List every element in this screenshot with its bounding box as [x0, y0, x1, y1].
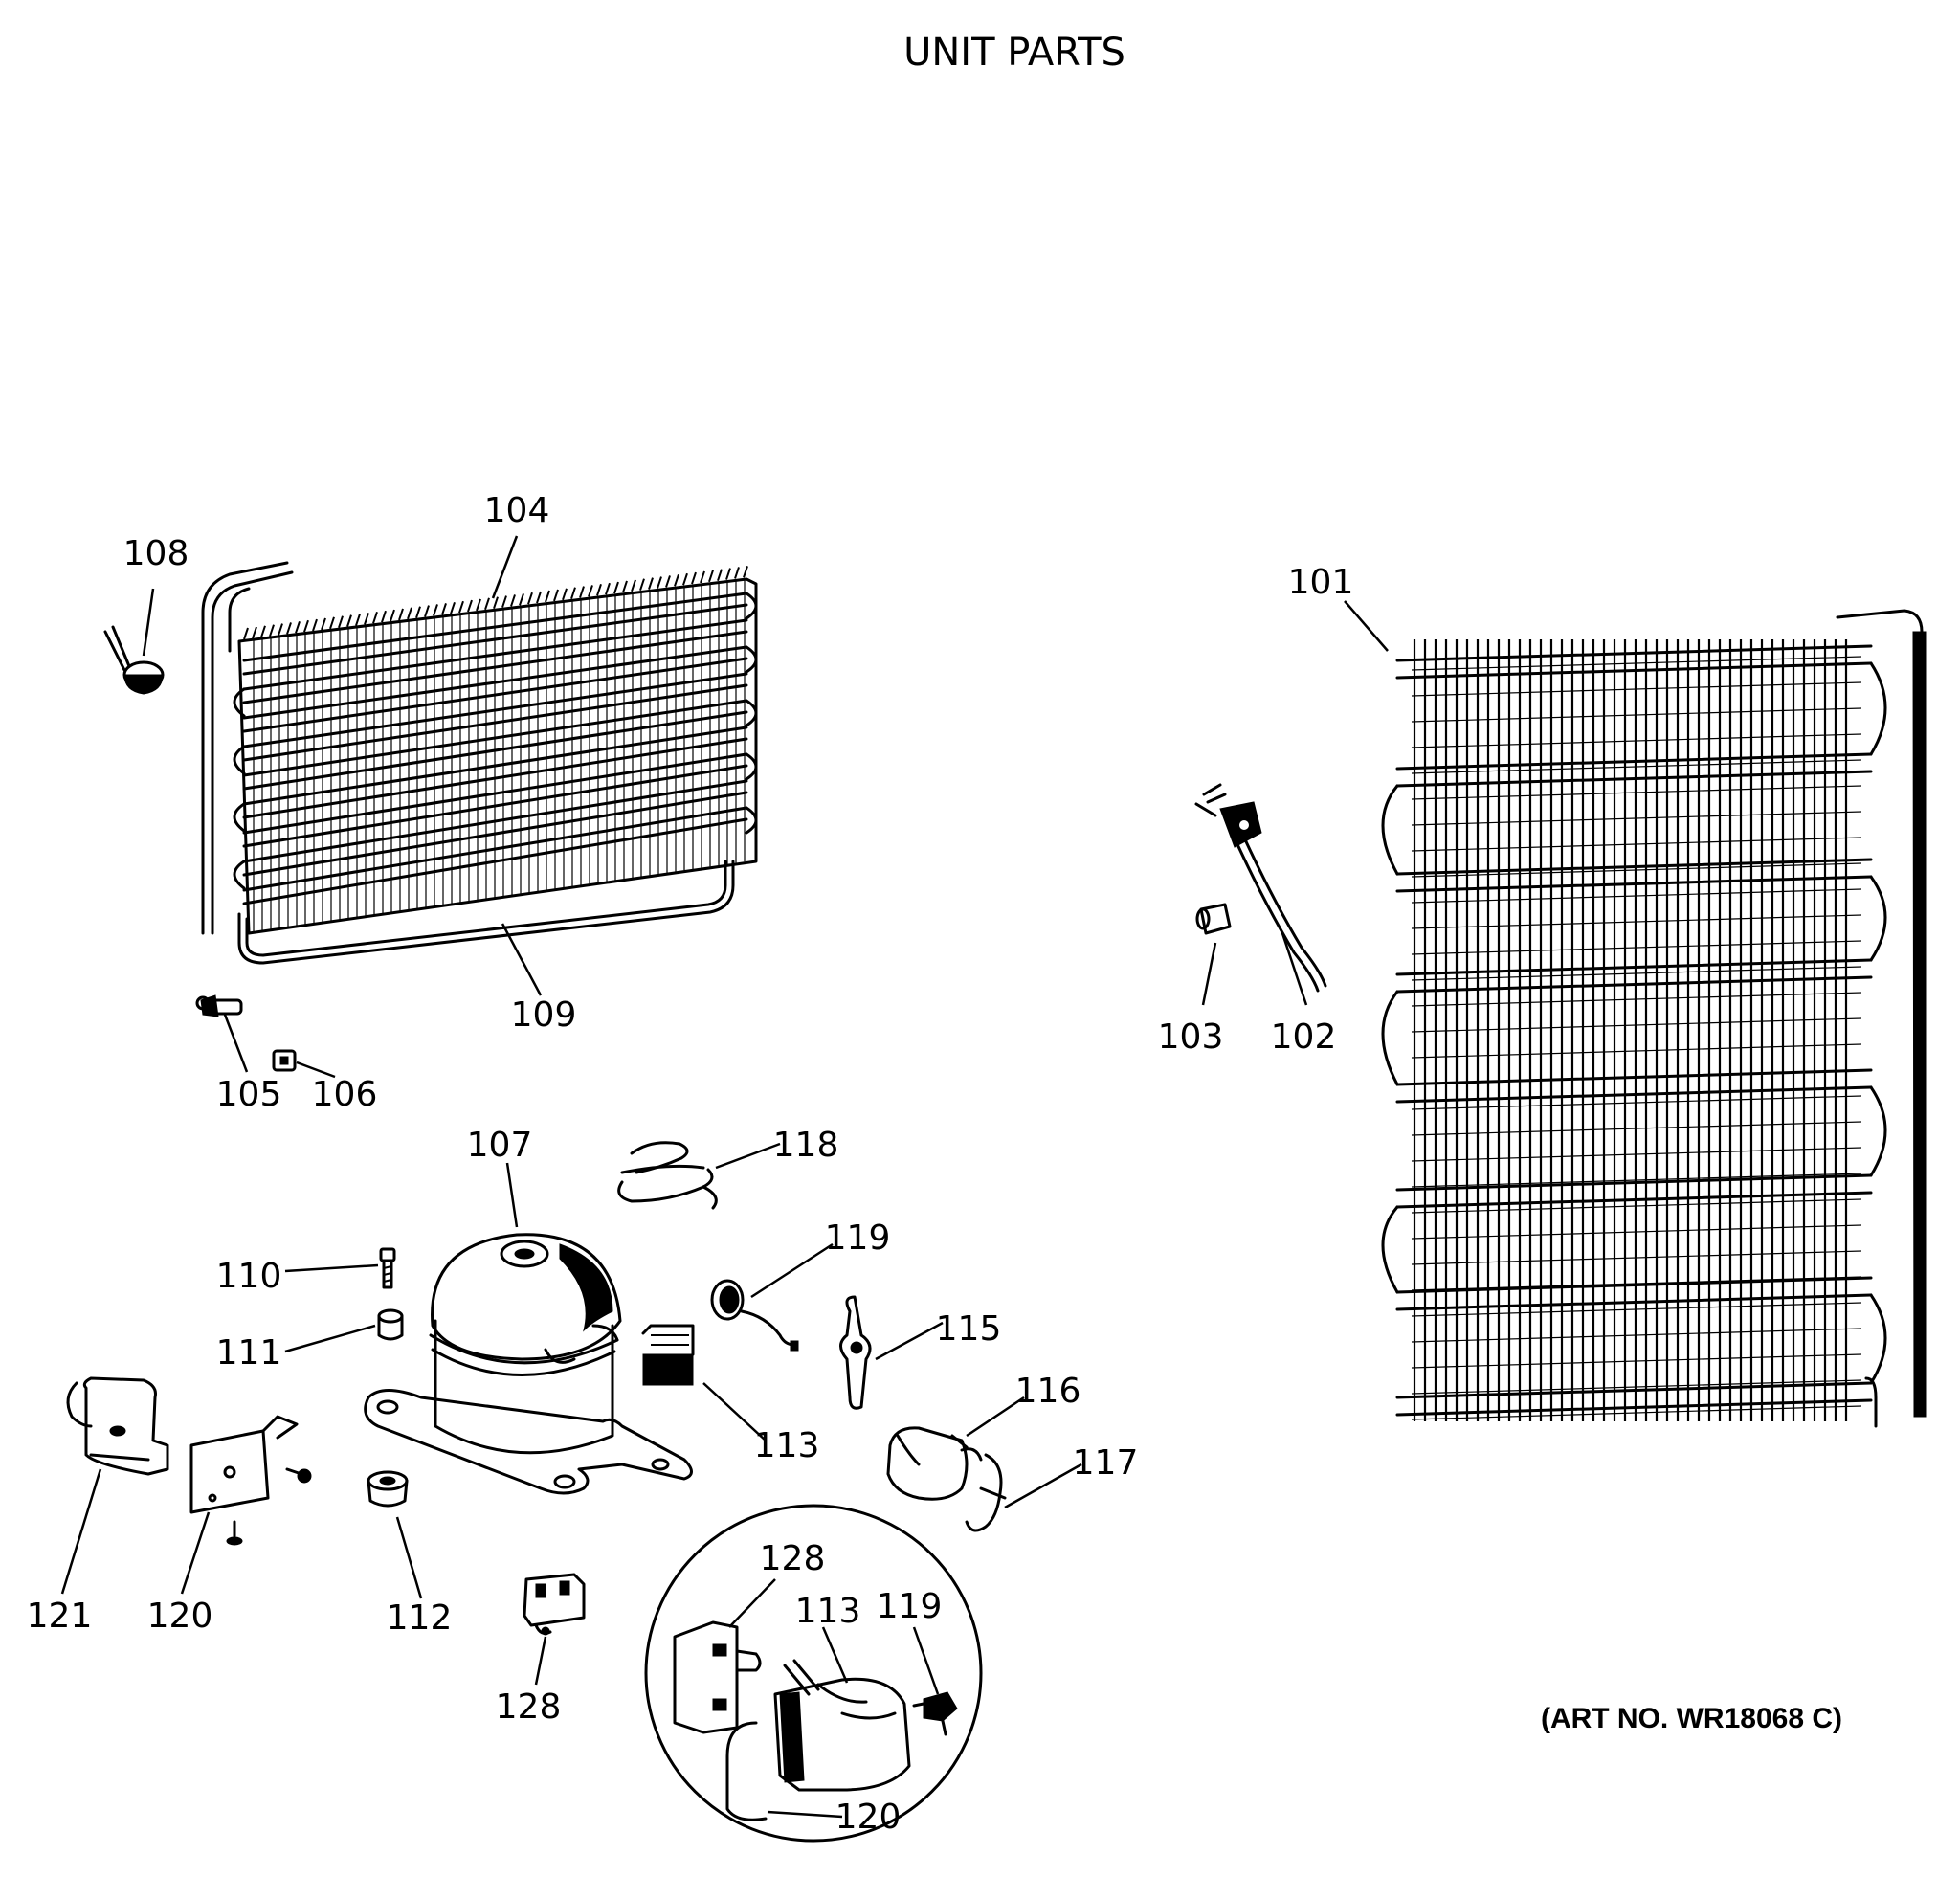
relay-cover — [886, 1426, 983, 1501]
sleeve — [377, 1308, 404, 1341]
callout-117: 117 — [1073, 1443, 1139, 1483]
callout-128-detail: 128 — [760, 1539, 826, 1578]
grommet — [272, 1049, 297, 1072]
cord-connector — [1195, 903, 1232, 935]
evaporator — [201, 561, 758, 965]
callout-102: 102 — [1271, 1017, 1337, 1057]
callout-101: 101 — [1288, 563, 1354, 602]
drain-fitting — [195, 994, 243, 1017]
callout-104: 104 — [484, 491, 550, 530]
callout-118: 118 — [773, 1126, 839, 1165]
callout-109: 109 — [511, 995, 577, 1035]
callout-121: 121 — [27, 1597, 93, 1636]
callout-115: 115 — [936, 1309, 1002, 1349]
callout-120: 120 — [147, 1597, 213, 1636]
callout-labels: 104 108 109 105 106 101 103 102 107 118 … — [27, 491, 1842, 1837]
wire-clip — [965, 1453, 1007, 1532]
art-number: (ART NO. WR18068 C) — [1541, 1703, 1842, 1734]
diagram-title: UNIT PARTS — [903, 31, 1125, 75]
callout-116: 116 — [1015, 1372, 1081, 1411]
mounting-plate — [839, 1295, 872, 1410]
callout-110: 110 — [216, 1257, 282, 1296]
compressor — [364, 1233, 693, 1495]
mounting-bolt — [379, 1247, 396, 1289]
bracket — [189, 1415, 312, 1546]
clip — [617, 1141, 718, 1210]
callout-119: 119 — [825, 1218, 891, 1258]
relay — [641, 1324, 695, 1386]
thermostat-bulb — [103, 625, 165, 695]
callout-103: 103 — [1158, 1017, 1224, 1057]
detail-inset — [644, 1504, 983, 1843]
leader-lines — [60, 535, 1389, 1819]
callout-111: 111 — [216, 1333, 282, 1373]
compressor-grommet — [367, 1470, 409, 1508]
callout-105: 105 — [216, 1075, 282, 1114]
condenser — [1381, 609, 1927, 1428]
callout-106: 106 — [312, 1075, 378, 1114]
callout-112: 112 — [387, 1598, 453, 1638]
power-cord — [1194, 783, 1327, 993]
start-device — [523, 1573, 586, 1636]
callout-113: 113 — [754, 1426, 820, 1465]
capacitor — [66, 1376, 169, 1476]
callout-107: 107 — [467, 1126, 533, 1165]
callout-113-detail: 113 — [795, 1592, 861, 1631]
overload-protector — [710, 1279, 799, 1352]
callout-128: 128 — [496, 1687, 562, 1727]
callout-108: 108 — [123, 534, 189, 573]
callout-120-detail: 120 — [835, 1798, 902, 1837]
callout-119-detail: 119 — [877, 1587, 943, 1626]
